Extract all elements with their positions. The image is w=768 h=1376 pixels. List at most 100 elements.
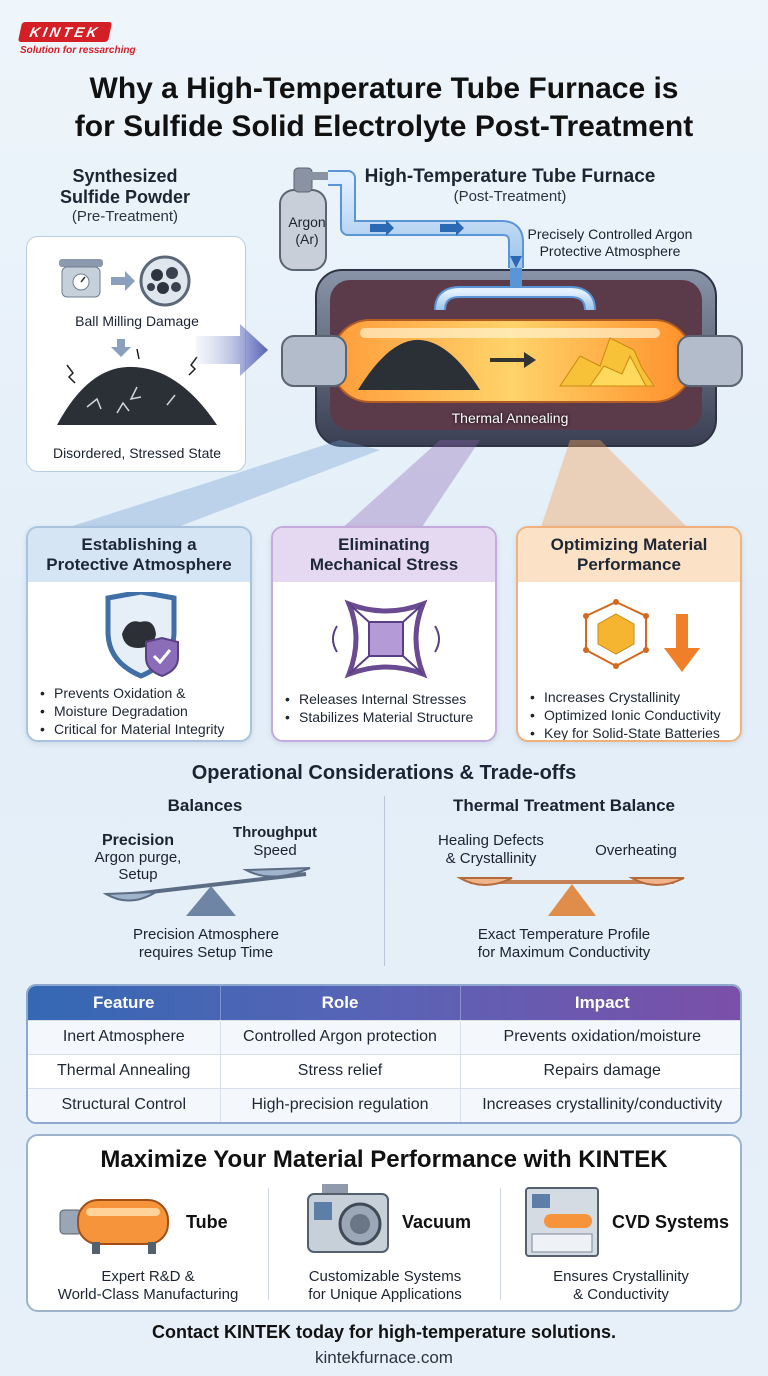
down-arrow-icon xyxy=(111,339,131,357)
precision-detail-line2: Setup xyxy=(118,866,158,883)
page-title-line2: for Sulfide Solid Electrolyte Post-Treat… xyxy=(74,110,694,143)
cta-box: Maximize Your Material Performance with … xyxy=(26,1134,742,1312)
crystal-icon xyxy=(559,337,655,387)
product-tube[interactable]: Tube Expert R&D & World-Class Manufactur… xyxy=(28,1184,268,1308)
considerations-title: Operational Considerations & Trade-offs xyxy=(191,762,577,784)
thermal-balance-heading: Thermal Treatment Balance xyxy=(452,796,676,815)
card-3-bullet: Optimized Ionic Conductivity xyxy=(530,706,740,724)
table-cell: Thermal Annealing xyxy=(28,1053,221,1088)
scale-icon xyxy=(59,259,103,298)
card-1-bullet-cont: Moisture Degradation xyxy=(40,702,250,720)
table-cell: Repairs damage xyxy=(460,1053,740,1088)
tube-furnace-product-icon xyxy=(59,1199,169,1254)
page-title: Why a High-Temperature Tube Furnace is f… xyxy=(0,70,768,146)
precision-title: Precision xyxy=(101,832,175,849)
pre-treatment-label: Synthesized Sulfide Powder (Pre-Treatmen… xyxy=(30,166,220,225)
ball-milling-label: Ball Milling Damage xyxy=(75,313,199,329)
healing-label: Healing Defects & Crystallinity xyxy=(420,832,562,868)
product-cvd-desc-line2: & Conductivity xyxy=(573,1286,669,1303)
atmosphere-line1: Precisely Controlled Argon xyxy=(527,226,693,242)
product-vacuum-desc: Customizable Systems for Unique Applicat… xyxy=(270,1268,500,1304)
balances-heading: Balances xyxy=(167,796,243,815)
thermal-caption: Exact Temperature Profile for Maximum Co… xyxy=(430,926,698,962)
argon-label: Argon (Ar) xyxy=(282,158,332,248)
arrow-icon xyxy=(111,271,135,291)
card-2-bullet: Stabilizes Material Structure xyxy=(285,708,495,726)
table-cell: Stress relief xyxy=(220,1053,461,1088)
table-header-feature: Feature xyxy=(93,992,155,1012)
table-cell: Prevents oxidation/moisture xyxy=(460,1019,740,1054)
throughput-detail: Speed xyxy=(253,842,297,859)
page-title-line1: Why a High-Temperature Tube Furnace is xyxy=(89,72,679,105)
table-cell: Structural Control xyxy=(28,1087,221,1122)
thermal-scale-icon xyxy=(456,877,685,916)
vacuum-furnace-product-icon xyxy=(307,1184,389,1253)
contact-text: Contact KINTEK today for high-temperatur… xyxy=(151,1322,617,1342)
cta-divider xyxy=(268,1188,269,1300)
brand-tagline: Solution for ressarching xyxy=(20,45,136,56)
card-3-title-line2: Performance xyxy=(577,555,681,574)
argon-line2: (Ar) xyxy=(295,231,319,247)
ball-milling-illustration xyxy=(57,255,217,425)
product-cvd-label: CVD Systems xyxy=(612,1212,730,1232)
product-cvd-desc: Ensures Crystallinity & Conductivity xyxy=(502,1268,740,1304)
table-header-row: Feature Role Impact xyxy=(28,986,740,1020)
card-2-bullet: Releases Internal Stresses xyxy=(285,690,495,708)
annealing-label: Thermal Annealing xyxy=(451,410,569,426)
product-cvd[interactable]: CVD Systems Ensures Crystallinity & Cond… xyxy=(502,1184,740,1308)
card-1-title-line1: Establishing a xyxy=(81,535,197,554)
table-cell: Increases crystallinity/conductivity xyxy=(460,1087,740,1122)
product-vacuum-desc-line2: for Unique Applications xyxy=(308,1286,462,1303)
balances-caption-line2: requires Setup Time xyxy=(138,944,274,961)
state-label: Disordered, Stressed State xyxy=(52,445,222,461)
thermal-caption-line2: for Maximum Conductivity xyxy=(477,944,651,961)
powder-pile-icon xyxy=(57,348,217,425)
product-vacuum-desc-line1: Customizable Systems xyxy=(308,1268,462,1285)
furnace-subtitle: (Post-Treatment) xyxy=(453,188,567,205)
atmosphere-label: Precisely Controlled Argon Protective At… xyxy=(510,226,710,260)
card-3-title-line1: Optimizing Material xyxy=(550,535,708,554)
lattice-stress-icon xyxy=(332,599,440,679)
table-cell: Inert Atmosphere xyxy=(28,1019,221,1054)
pre-title-line2: Sulfide Powder xyxy=(59,187,191,207)
cta-divider xyxy=(500,1188,501,1300)
product-vacuum[interactable]: Vacuum Customizable Systems for Unique A… xyxy=(270,1184,500,1308)
table-cell: Controlled Argon protection xyxy=(220,1019,461,1054)
healing-line2: & Crystallinity xyxy=(445,850,537,867)
overheating-label: Overheating xyxy=(595,842,677,859)
healing-line1: Healing Defects xyxy=(438,832,544,849)
balances-caption-line1: Precision Atmosphere xyxy=(133,926,279,943)
precision-label: Precision Argon purge, Setup xyxy=(80,832,196,883)
tube-furnace-illustration xyxy=(279,167,743,447)
card-1-bullet: Prevents Oxidation & xyxy=(40,684,250,702)
product-tube-desc-line1: Expert R&D & xyxy=(101,1268,195,1285)
table-row: Structural Control High-precision regula… xyxy=(28,1087,740,1122)
product-tube-desc-line2: World-Class Manufacturing xyxy=(57,1286,239,1303)
feature-table: Feature Role Impact Inert Atmosphere Con… xyxy=(28,986,740,1122)
card-2-title-line2: Mechanical Stress xyxy=(309,555,459,574)
website-link[interactable]: kintekfurnace.com xyxy=(315,1348,453,1367)
atmosphere-line2: Protective Atmosphere xyxy=(539,243,681,259)
throughput-label: Throughput Speed xyxy=(222,824,328,860)
card-1-title-line2: Protective Atmosphere xyxy=(46,555,232,574)
product-vacuum-label: Vacuum xyxy=(402,1212,472,1232)
card-3-bullet: Increases Crystallinity xyxy=(530,688,740,706)
thermal-caption-line1: Exact Temperature Profile xyxy=(477,926,651,943)
cta-title: Maximize Your Material Performance with … xyxy=(100,1146,668,1173)
throughput-title: Throughput xyxy=(232,824,318,841)
brand: KINTEK Solution for ressarching xyxy=(17,22,136,56)
table-cell: High-precision regulation xyxy=(220,1087,461,1122)
product-cvd-desc-line1: Ensures Crystallinity xyxy=(553,1268,689,1285)
argon-cylinder-icon xyxy=(279,167,330,271)
pre-title-line1: Synthesized xyxy=(72,166,178,186)
card-1-bullet-cont-text: Moisture Degradation xyxy=(54,703,188,719)
argon-line1: Argon xyxy=(288,214,326,230)
balances-caption: Precision Atmosphere requires Setup Time xyxy=(96,926,316,962)
table-header-role: Role xyxy=(219,986,460,1020)
